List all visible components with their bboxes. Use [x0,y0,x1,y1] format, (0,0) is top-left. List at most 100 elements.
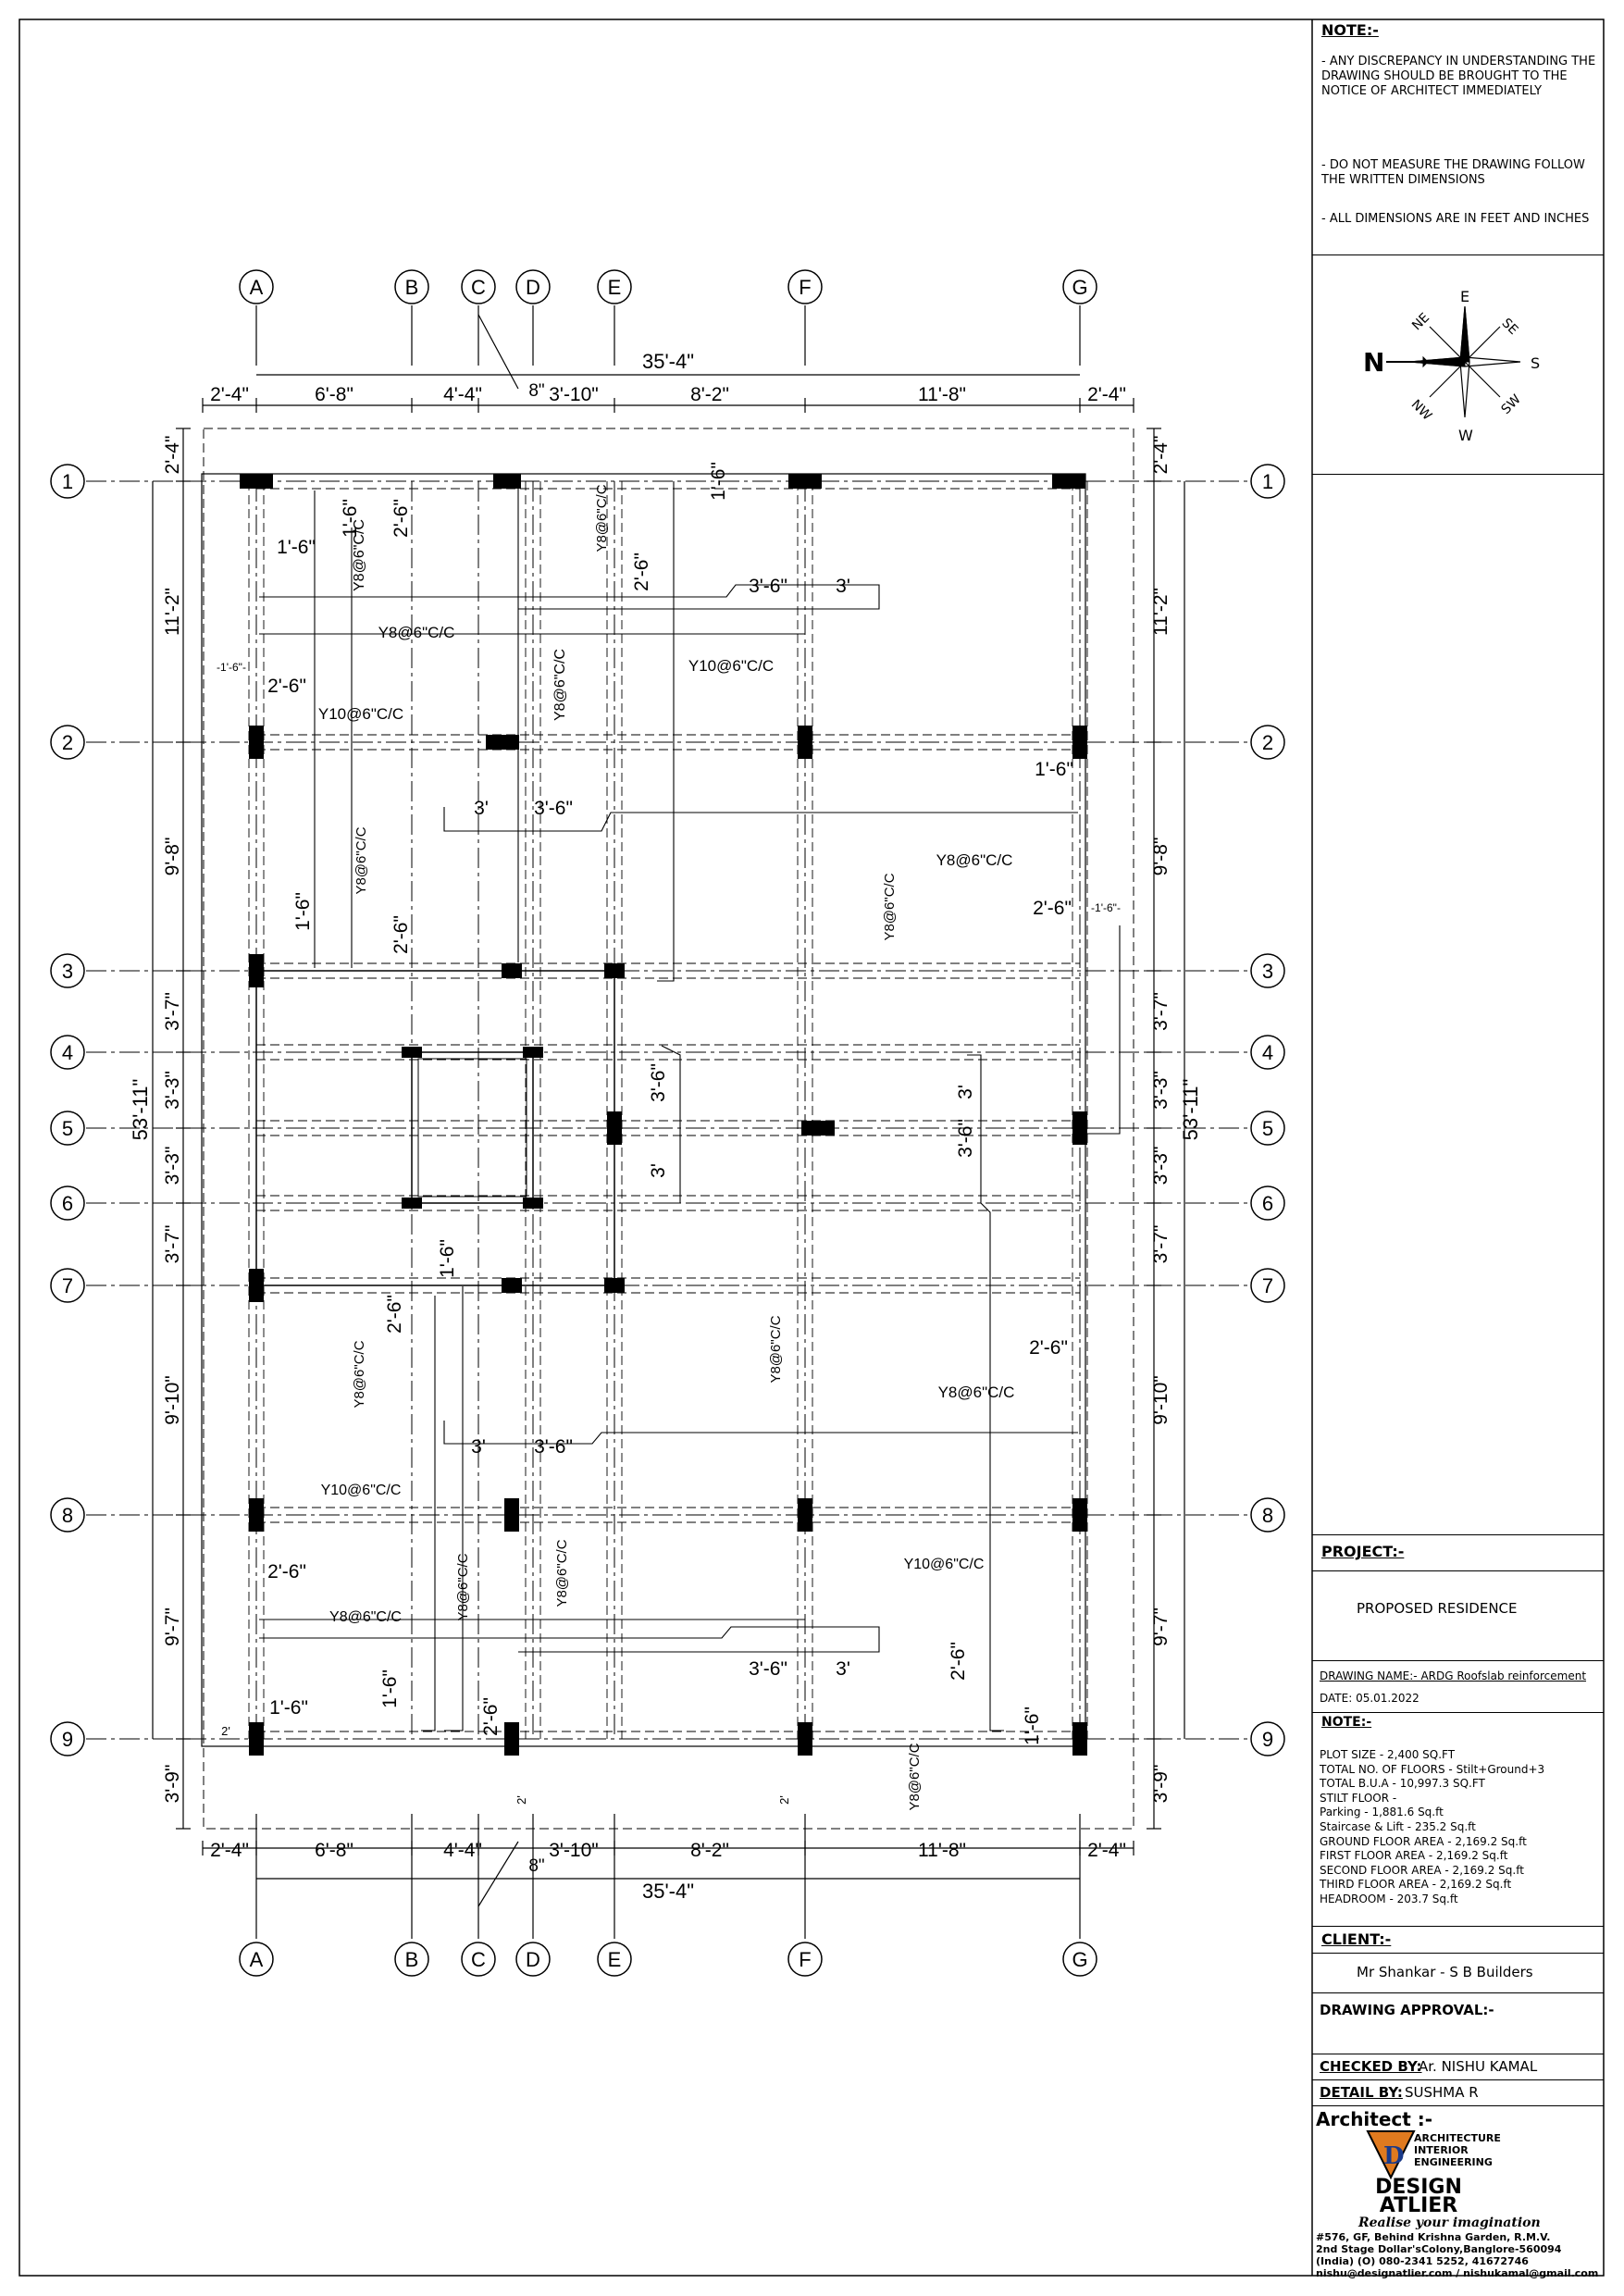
summary-line: STILT FLOOR - [1320,1791,1397,1805]
right-dimension: 3'-7" [1150,1225,1172,1264]
summary-line: Staircase & Lift - 235.2 Sq.ft [1320,1819,1476,1833]
grid-row-label: 2 [1262,731,1273,754]
grid-bubble [50,1268,85,1303]
right-dimension: 3'-7" [1150,992,1172,1031]
left-dimension: 9'-10" [162,1375,183,1425]
column [504,1498,519,1532]
bottom-dimension: 6'-8" [315,1840,353,1861]
column [798,1722,812,1756]
bar-length: 2'-6" [267,1561,306,1582]
grid-bubble [461,269,496,304]
grid-col-label: C [471,276,486,299]
grid-col-label: E [608,276,622,299]
note-2: - DO NOT MEASURE THE DRAWING FOLLOW THE … [1321,158,1585,187]
grid-bubble [515,1942,551,1977]
compass-section: N E SE S SW W NW NE [1312,255,1604,475]
bar-length: -1'-6"- [217,661,246,674]
grid-row-label: 5 [62,1117,73,1140]
line [477,314,519,390]
overall-width: 35'-4" [642,1880,694,1903]
bar-length: 1'-6" [269,1697,308,1719]
rebar-bar [444,1286,464,1731]
rebar-bar [259,584,880,610]
bar-length: 1'-6" [340,499,361,538]
right-dimension: 3'-3" [1150,1071,1172,1110]
column [486,735,519,750]
left-dimension: 9'-8" [162,838,183,876]
grid-bubble [515,269,551,304]
column [798,726,812,759]
column [1072,726,1087,759]
left-dimension: 2'-4" [162,436,183,475]
note-3: - ALL DIMENSIONS ARE IN FEET AND INCHES [1321,212,1590,226]
grid-row-label: 1 [1262,470,1273,493]
grid-bubble [787,1942,823,1977]
bar-length: 3' [836,1658,850,1680]
rebar-bar [1083,925,1121,1135]
grid-row-label: 8 [62,1504,73,1527]
bottom-dimension: 2'-4" [210,1840,249,1861]
column [523,1198,543,1209]
column [402,1198,422,1209]
title-block: NOTE:- - ANY DISCREPANCY IN UNDERSTANDIN… [1312,19,1604,2279]
top-dimension: 11'-8" [918,384,966,405]
overall-height: 53'-11" [1179,1079,1202,1141]
slab-edge [201,473,1086,1747]
column [402,1047,422,1058]
compass-north-label: N [1363,347,1384,378]
bar-length: 2' [514,1795,528,1805]
bar-spec: Y8@6"C/C [378,624,455,641]
bar-spec: Y8@6"C/C [552,649,568,721]
notes-section: NOTE:- - ANY DISCREPANCY IN UNDERSTANDIN… [1312,19,1604,255]
bar-length: 3'-6" [955,1119,976,1158]
column [1072,1111,1087,1145]
rebar-bar [443,807,1078,832]
bar-spec: Y8@6"C/C [907,1743,923,1810]
client-section: CLIENT:- Mr Shankar - S B Builders [1312,1927,1604,1993]
summary-line: PLOT SIZE - 2,400 SQ.FT [1320,1748,1456,1761]
bar-length: 3' [836,576,850,597]
grid-bubble [50,953,85,988]
column [788,474,822,489]
compass-label: NE [1409,310,1432,333]
left-dimension: 3'-7" [162,992,183,1031]
grid-bubble [1250,1497,1285,1533]
grid-bubble [50,464,85,499]
lift-core-inner [417,1058,527,1198]
top-dimension: 8'-2" [690,384,729,405]
grid-row-label: 7 [1262,1274,1273,1297]
bar-length: 3'-6" [534,798,573,819]
architect-label: Architect :- [1316,2108,1433,2130]
column [607,1111,622,1145]
bar-length: 2'-6" [391,915,412,954]
bar-length: 3'-6" [648,1063,669,1102]
bar-spec: Y8@6"C/C [352,1340,367,1408]
bar-spec: Y10@6"C/C [688,657,774,675]
grid-row-label: 4 [1262,1041,1273,1064]
bar-spec: Y8@6"C/C [768,1315,784,1383]
lift-core [411,1051,534,1204]
grid-bubble [239,1942,274,1977]
grid-col-label: B [405,276,419,299]
grid-bubble [50,1185,85,1221]
checked-section: CHECKED BY: Ar. NISHU KAMAL [1312,2054,1604,2080]
grid-bubble [50,1721,85,1756]
bar-spec: Y8@6"C/C [352,519,367,591]
design-atlier-logo-icon: D [1366,2130,1416,2180]
bar-length: 3' [955,1085,976,1099]
grid-col-label: A [250,276,264,299]
right-dimension: 2'-4" [1150,436,1172,475]
column [493,474,521,489]
grid-row-label: 5 [1262,1117,1273,1140]
bottom-dimension: 8'-2" [690,1840,729,1861]
bar-length: 2' [777,1795,791,1805]
grid-bubble [1250,953,1285,988]
grid-row-label: 6 [62,1192,73,1215]
column [1072,1498,1087,1532]
bottom-dimension: 2'-4" [1087,1840,1126,1861]
bar-length: 1'-6" [277,537,316,558]
bar-spec: Y10@6"C/C [321,1483,402,1498]
